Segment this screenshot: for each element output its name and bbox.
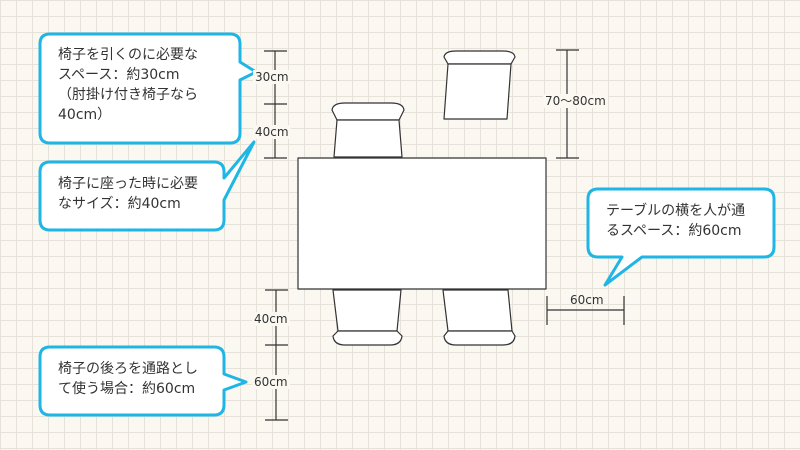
dimension-label-side: 60cm	[570, 293, 604, 307]
dining-table	[297, 157, 547, 290]
callout-sit-size-line1: 椅子に座った時に必要	[58, 176, 198, 192]
callout-pull-chair-line4: 40cm）	[58, 107, 112, 123]
callout-side-passage-line2: るスペース：約60cm	[606, 223, 742, 239]
chair-bottom-right	[442, 289, 516, 346]
callout-pull-chair-line2: スペース：約30cm	[58, 67, 180, 83]
callout-passage-behind: 椅子の後ろを通路とし て使う場合：約60cm	[46, 351, 210, 407]
callout-side-passage: テーブルの横を人が通 るスペース：約60cm	[594, 193, 757, 249]
callout-side-passage-line1: テーブルの横を人が通	[606, 203, 746, 219]
callout-passage-behind-line2: て使う場合：約60cm	[58, 381, 196, 397]
chair-top-right	[443, 50, 516, 120]
callout-bubble-passage-behind	[38, 345, 248, 417]
dimension-line-bottom-left	[265, 289, 288, 421]
chair-bottom-left	[332, 289, 403, 346]
dimension-line-top-left	[264, 50, 287, 159]
callout-pull-chair-line1: 椅子を引くのに必要な	[58, 47, 198, 63]
chair-top-left	[331, 102, 405, 158]
dimension-label-bottom-lower: 60cm	[252, 375, 290, 389]
dimension-label-top-right: 70〜80cm	[543, 94, 608, 108]
dimension-label-top-lower: 40cm	[253, 125, 291, 139]
callout-sit-size: 椅子に座った時に必要 なサイズ：約40cm	[46, 166, 210, 222]
callout-passage-behind-line1: 椅子の後ろを通路とし	[58, 361, 198, 377]
callout-bubble-sit-size	[38, 140, 256, 232]
callout-bubble-side-passage	[586, 187, 776, 287]
callout-pull-chair: 椅子を引くのに必要な スペース：約30cm （肘掛け付き椅子なら 40cm）	[46, 37, 210, 133]
dimension-label-top-upper: 30cm	[253, 70, 291, 84]
dimension-label-bottom-upper: 40cm	[252, 312, 290, 326]
callout-sit-size-line2: なサイズ：約40cm	[58, 196, 181, 212]
callout-bubble-pull-chair	[38, 32, 258, 145]
callout-pull-chair-line3: （肘掛け付き椅子なら	[58, 87, 198, 103]
dimension-line-side	[546, 296, 625, 325]
